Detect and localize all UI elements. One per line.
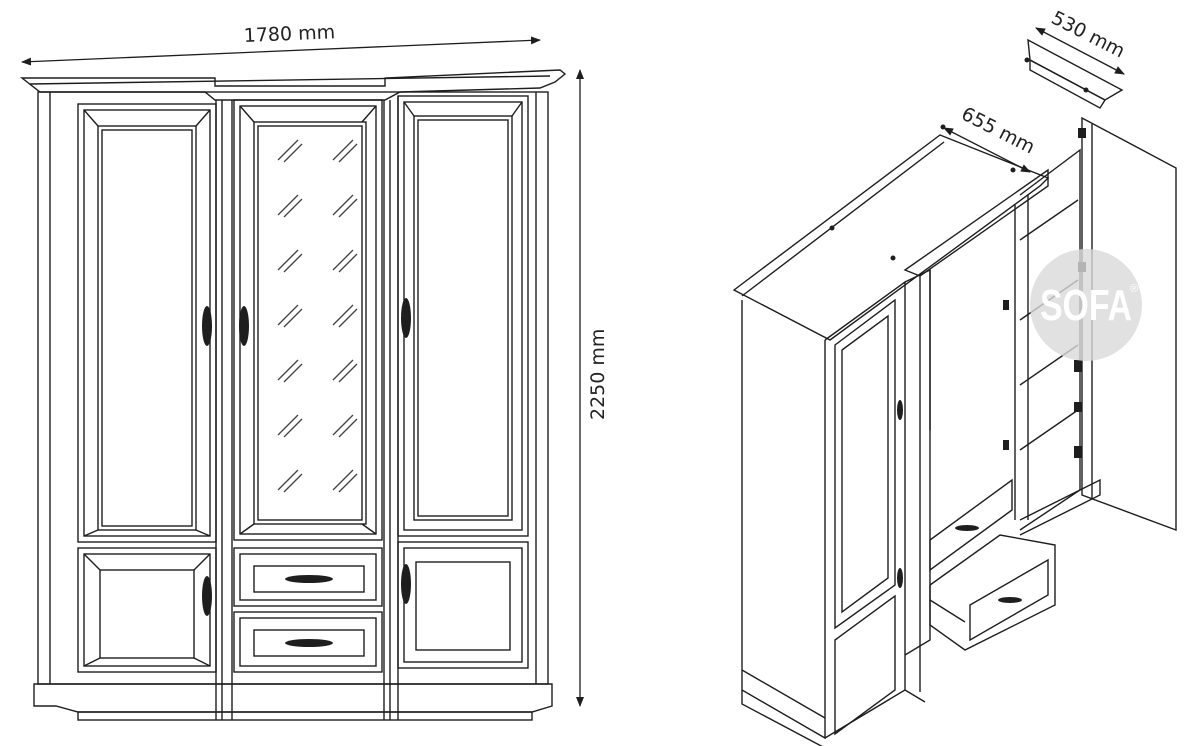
hinge-icon	[1074, 402, 1082, 412]
width-dimension-line	[21, 36, 541, 66]
iso-left-top	[732, 134, 1050, 341]
handle-icon	[955, 525, 979, 531]
handle-icon	[285, 639, 333, 647]
front-handles	[202, 298, 411, 647]
iso-drawer-open	[929, 534, 1056, 651]
hinge-icon	[1074, 446, 1082, 458]
handle-icon	[998, 597, 1022, 603]
handle-icon	[401, 564, 411, 604]
hinge-icon	[1003, 440, 1009, 450]
handle-icon	[401, 298, 411, 338]
watermark-logo-circle	[1030, 249, 1142, 361]
depth-side-label: 655 mm	[958, 103, 1039, 159]
handle-icon	[202, 306, 212, 346]
hinge-icon	[1003, 300, 1009, 310]
hinge-icon	[1074, 360, 1082, 372]
front-dimensions	[21, 36, 584, 707]
front-view	[19, 69, 567, 721]
height-label: 2250 mm	[587, 329, 609, 420]
watermark-registered: ®	[1130, 283, 1138, 295]
front-cornice	[19, 69, 567, 101]
left-door	[77, 103, 217, 673]
depth-side-dimension-line	[943, 127, 1031, 173]
center-drawers	[233, 547, 383, 673]
handle-icon	[239, 306, 249, 346]
depth-top-dimension-line	[1035, 27, 1125, 75]
center-glass-door	[233, 99, 383, 541]
iso-drawer-upper	[929, 478, 1013, 572]
iso-left-front	[824, 280, 906, 739]
iso-left-side	[741, 300, 826, 740]
right-door	[397, 95, 529, 669]
watermark-text: SOFA	[1040, 281, 1132, 330]
isometric-view	[732, 38, 1177, 746]
handle-icon	[897, 568, 903, 588]
handle-icon	[202, 576, 212, 616]
width-label: 1780 mm	[243, 21, 335, 47]
handle-icon	[285, 575, 333, 583]
iso-middle-top	[903, 168, 1049, 277]
depth-top-label: 530 mm	[1048, 7, 1129, 63]
iso-dimensions	[943, 27, 1125, 173]
hinge-icon	[1078, 128, 1086, 138]
handle-icon	[897, 400, 903, 420]
front-plinth	[33, 683, 553, 713]
sofa-watermark: SOFA ®	[1030, 249, 1142, 361]
